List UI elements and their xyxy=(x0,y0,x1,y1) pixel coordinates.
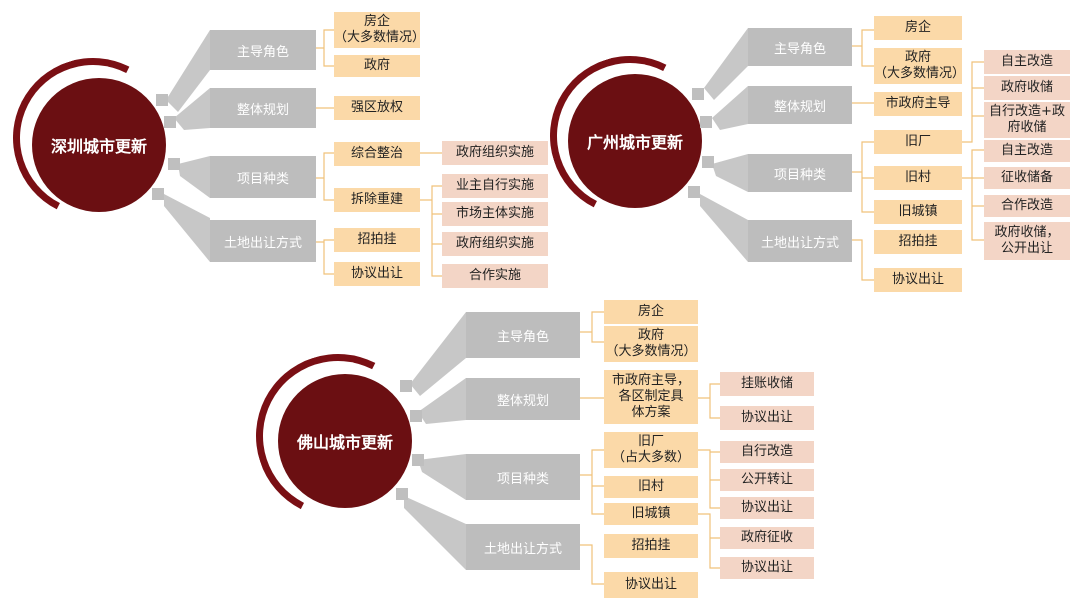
foshan-marker-4 xyxy=(396,488,408,500)
foshan-factory-sub-3: 协议出让 xyxy=(720,497,814,519)
guangzhou-plan: 市政府主导 xyxy=(874,92,962,116)
guangzhou-land-auction: 招拍挂 xyxy=(874,230,962,254)
foshan-marker-1 xyxy=(400,380,412,392)
foshan-plan-sub-2: 协议出让 xyxy=(720,406,814,430)
foshan-plan-sub-1: 挂账收储 xyxy=(720,372,814,396)
foshan-title: 佛山城市更新 xyxy=(296,433,393,452)
foshan-cat-type: 项目种类 xyxy=(466,454,580,500)
foshan-type-old-town: 旧城镇 xyxy=(604,503,698,525)
shenzhen-demolition-sub-3: 政府组织实施 xyxy=(442,232,548,256)
shenzhen-marker-3 xyxy=(168,158,180,170)
shenzhen-type-renovation: 综合整治 xyxy=(334,142,420,166)
shenzhen-type-demolition: 拆除重建 xyxy=(334,188,420,212)
shenzhen-cat-land: 土地出让方式 xyxy=(210,220,316,262)
guangzhou-marker-4 xyxy=(688,186,700,198)
foshan-type-old-village: 旧村 xyxy=(604,476,698,498)
foshan-town-sub-2: 协议出让 xyxy=(720,557,814,579)
shenzhen-role-developer: 房企 （大多数情况） xyxy=(334,12,425,48)
shenzhen-circle: 深圳城市更新 xyxy=(32,78,166,212)
foshan-cat-plan: 整体规划 xyxy=(466,378,580,420)
guangzhou-factory-sub-1: 自主改造 xyxy=(984,50,1070,74)
guangzhou-factory-sub-2: 政府收储 xyxy=(984,76,1070,100)
guangzhou-type-old-factory: 旧厂 xyxy=(874,130,962,154)
guangzhou-cat-land: 土地出让方式 xyxy=(748,220,852,262)
shenzhen-demolition-sub-1: 业主自行实施 xyxy=(442,174,548,198)
shenzhen-marker-1 xyxy=(156,94,168,106)
shenzhen-cat-type: 项目种类 xyxy=(210,156,316,198)
shenzhen-land-auction: 招拍挂 xyxy=(334,228,420,252)
guangzhou-village-sub-4: 政府收储， 公开出让 xyxy=(984,222,1070,260)
guangzhou-role-developer: 房企 xyxy=(874,16,962,40)
shenzhen-plan: 强区放权 xyxy=(334,96,420,120)
shenzhen-renovation-sub: 政府组织实施 xyxy=(442,141,548,165)
foshan-cat-land: 土地出让方式 xyxy=(466,524,580,570)
shenzhen-land-agreement: 协议出让 xyxy=(334,262,420,286)
guangzhou-cat-plan: 整体规划 xyxy=(748,86,852,124)
guangzhou-land-agreement: 协议出让 xyxy=(874,268,962,292)
foshan-land-agreement: 协议出让 xyxy=(604,572,698,598)
foshan-marker-2 xyxy=(410,410,422,422)
guangzhou-circle: 广州城市更新 xyxy=(568,74,702,208)
foshan-cat-role: 主导角色 xyxy=(466,312,580,358)
guangzhou-type-old-village: 旧村 xyxy=(874,166,962,190)
guangzhou-marker-2 xyxy=(700,116,712,128)
guangzhou-title: 广州城市更新 xyxy=(586,133,683,152)
shenzhen-cat-role: 主导角色 xyxy=(210,30,316,70)
foshan-factory-sub-1: 自行改造 xyxy=(720,441,814,463)
foshan-role-government: 政府 （大多数情况） xyxy=(604,326,698,362)
guangzhou-cat-type: 项目种类 xyxy=(748,154,852,192)
foshan-plan: 市政府主导， 各区制定具 体方案 xyxy=(604,370,698,424)
guangzhou-role-government: 政府 （大多数情况） xyxy=(874,48,965,84)
foshan-circle: 佛山城市更新 xyxy=(278,374,412,508)
guangzhou-marker-3 xyxy=(702,156,714,168)
shenzhen-role-government: 政府 xyxy=(334,55,420,77)
foshan-type-old-factory: 旧厂 （占大多数） xyxy=(604,432,698,468)
shenzhen-marker-2 xyxy=(164,116,176,128)
foshan-factory-sub-2: 公开转让 xyxy=(720,469,814,491)
shenzhen-demolition-sub-4: 合作实施 xyxy=(442,264,548,288)
shenzhen-demolition-sub-2: 市场主体实施 xyxy=(442,202,548,226)
shenzhen-cat-plan: 整体规划 xyxy=(210,88,316,128)
foshan-town-sub-1: 政府征收 xyxy=(720,527,814,549)
foshan-land-auction: 招拍挂 xyxy=(604,534,698,558)
guangzhou-cat-role: 主导角色 xyxy=(748,28,852,66)
guangzhou-marker-1 xyxy=(692,88,704,100)
guangzhou-factory-sub-3: 自行改造+政 府收储 xyxy=(984,102,1070,138)
guangzhou-village-sub-2: 征收储备 xyxy=(984,167,1070,189)
shenzhen-title: 深圳城市更新 xyxy=(50,137,147,156)
guangzhou-village-sub-3: 合作改造 xyxy=(984,195,1070,217)
shenzhen-marker-4 xyxy=(152,188,164,200)
foshan-role-developer: 房企 xyxy=(604,300,698,324)
guangzhou-type-old-town: 旧城镇 xyxy=(874,200,962,224)
guangzhou-village-sub-1: 自主改造 xyxy=(984,140,1070,162)
foshan-marker-3 xyxy=(412,454,424,466)
